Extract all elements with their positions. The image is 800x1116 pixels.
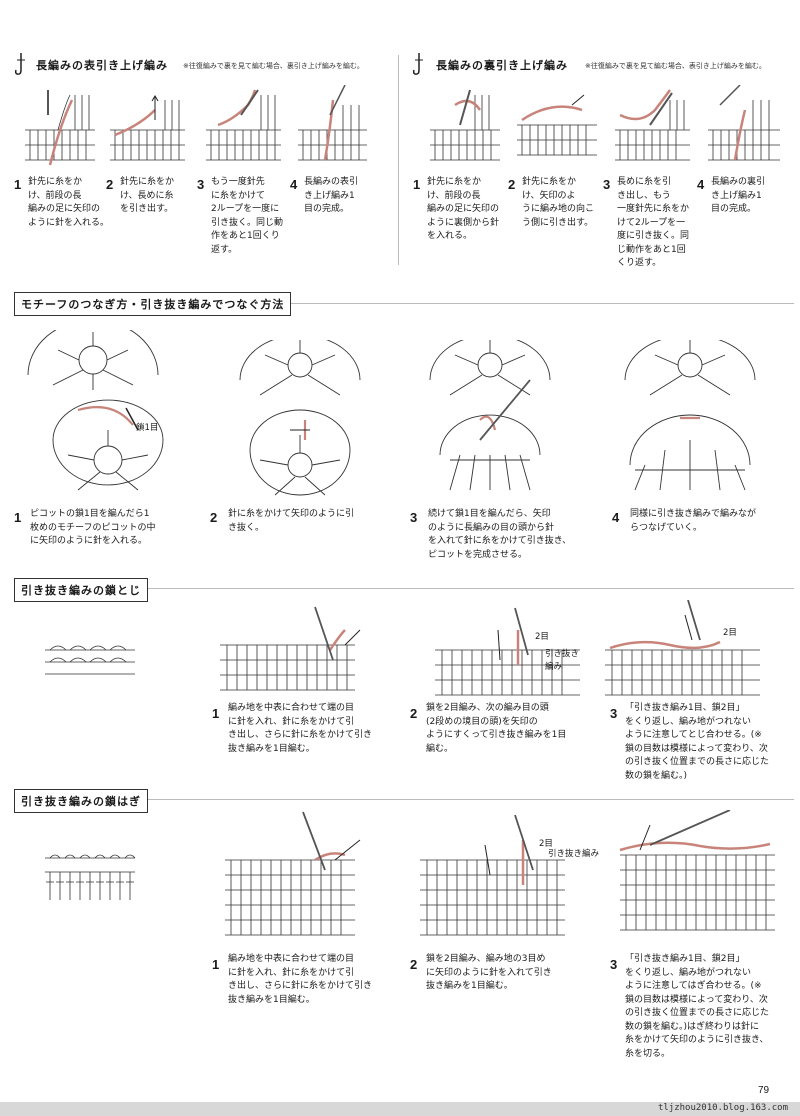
footer-url: tljzhou2010.blog.163.com <box>657 1103 788 1113</box>
section-rule <box>14 799 794 800</box>
section-title-chain-join: 引き抜き編みの鎖とじ <box>14 578 148 602</box>
figure-back-post-step2 <box>512 85 602 174</box>
step-text: 鎖を2目編み、次の編み目の頭 (2段めの境目の頭)を矢印の ようにすくって引き抜… <box>426 703 567 754</box>
footer-bar: tljzhou2010.blog.163.com <box>0 1102 800 1116</box>
step-number: 4 <box>612 510 620 525</box>
label-2me: 2目 <box>723 628 737 638</box>
step-number: 2 <box>508 177 516 192</box>
section-title-motif: モチーフのつなぎ方・引き抜き編みでつなぐ方法 <box>14 292 292 316</box>
step-number: 3 <box>410 510 418 525</box>
step-number: 4 <box>290 177 298 192</box>
step-number: 4 <box>697 177 705 192</box>
step-text: ピコットの鎖1目を編んだら1 枚めのモチーフのピコットの中 に矢印のように針を入… <box>30 509 156 546</box>
step-number: 1 <box>212 706 220 721</box>
figure-back-post-step1 <box>425 85 505 174</box>
step-number: 2 <box>410 957 418 972</box>
hook-icon <box>412 52 426 82</box>
figure-chain-seam-diagram <box>40 850 140 909</box>
label-chain1: 鎖1目 <box>136 423 159 433</box>
figure-front-post-step2 <box>105 85 190 174</box>
label-hikinuki: 引き抜き編み <box>548 849 600 859</box>
step-number: 3 <box>610 957 618 972</box>
figure-back-post-step4 <box>705 84 785 174</box>
step-text: 針先に糸をか け、前段の長 編みの足に矢印の ように裏側から針 を入れる。 <box>427 177 500 241</box>
step-number: 3 <box>610 706 618 721</box>
step-text: 続けて鎖1目を編んだら、矢印 のように長編みの目の頭から針 を入れて針に糸をかけ… <box>428 509 572 560</box>
step-text: もう一度針先 に糸をかけて 2ループを一度に 引き抜く。同じ動 作をあと1回くり… <box>211 177 284 255</box>
figure-motif-step4 <box>615 334 765 504</box>
step-number: 2 <box>106 177 114 192</box>
figure-motif-step3 <box>420 334 560 504</box>
figure-front-post-step3 <box>203 85 283 174</box>
figure-front-post-step4 <box>295 84 370 174</box>
step-number: 2 <box>410 706 418 721</box>
section-title-back-post: 長編みの裏引き上げ編み <box>436 59 568 72</box>
section-note: ※往復編みで裏を見て編む場合、裏引き上げ編みを編む。 <box>183 62 364 70</box>
step-text: 長編みの表引 き上げ編み1 目の完成。 <box>304 177 359 214</box>
section-note: ※往復編みで裏を見て編む場合、表引き上げ編みを編む。 <box>585 62 766 70</box>
label-2me: 2目 <box>539 839 553 849</box>
section-rule <box>14 303 794 304</box>
step-text: 針先に糸をか け、前段の長 編みの足に矢印の ように針を入れる。 <box>28 177 110 228</box>
figure-back-post-step3 <box>610 85 695 174</box>
label-hikinuki: 引き抜き 編み <box>545 649 580 672</box>
step-number: 3 <box>197 177 205 192</box>
label-2me: 2目 <box>535 632 549 642</box>
figure-motif-step2 <box>235 334 365 504</box>
section-rule <box>14 588 794 589</box>
column-divider <box>398 55 399 265</box>
step-text: 針先に糸をか け、長めに糸 を引き出す。 <box>120 177 175 214</box>
step-text: 長めに糸を引 き出し、もう 一度針先に糸をか けて2ループを一 度に引き抜く。同… <box>617 177 690 268</box>
step-text: 編み地を中表に合わせて端の目 に針を入れ、針に糸をかけて引 き出し、さらに針に糸… <box>228 954 373 1005</box>
figure-chain-join-step1 <box>215 605 375 704</box>
page-number: 79 <box>758 1085 770 1096</box>
figure-chain-seam-step2 <box>415 814 575 954</box>
figure-chain-seam-step3 <box>610 809 790 949</box>
figure-chain-join-step3 <box>600 599 780 704</box>
figure-front-post-step1 <box>20 85 100 174</box>
figure-chain-join-step2 <box>430 605 585 704</box>
hook-icon <box>14 52 28 82</box>
step-text: 同様に引き抜き編みで編みなが らつなげていく。 <box>630 509 757 533</box>
step-number: 2 <box>210 510 218 525</box>
step-number: 1 <box>14 177 22 192</box>
step-text: 針に糸をかけて矢印のように引 き抜く。 <box>228 509 355 533</box>
step-text: 長編みの裏引 き上げ編み1 目の完成。 <box>711 177 766 214</box>
step-number: 1 <box>14 510 22 525</box>
step-text: 編み地を中表に合わせて端の目 に針を入れ、針に糸をかけて引 き出し、さらに針に糸… <box>228 703 373 754</box>
step-text: 鎖を2目編み、編み地の3目め に矢印のように針を入れて引き 抜き編みを1目編む。 <box>426 954 552 991</box>
step-number: 1 <box>413 177 421 192</box>
step-number: 1 <box>212 957 220 972</box>
figure-chain-join-diagram <box>40 640 140 684</box>
section-title-front-post: 長編みの表引き上げ編み <box>36 59 168 72</box>
figure-motif-step1 <box>18 319 188 504</box>
section-title-chain-seam: 引き抜き編みの鎖はぎ <box>14 789 148 813</box>
step-text: 「引き抜き編み1目、鎖2目」 をくり返し、編み地がつれない ように注意してはぎ合… <box>625 954 770 1059</box>
figure-chain-seam-step1 <box>215 810 375 949</box>
step-number: 3 <box>603 177 611 192</box>
step-text: 「引き抜き編み1目、鎖2目」 をくり返し、編み地がつれない ように注意してとじ合… <box>625 703 770 781</box>
step-text: 針先に糸をか け、矢印のよ うに編み地の向こ う側に引き出す。 <box>522 177 595 228</box>
